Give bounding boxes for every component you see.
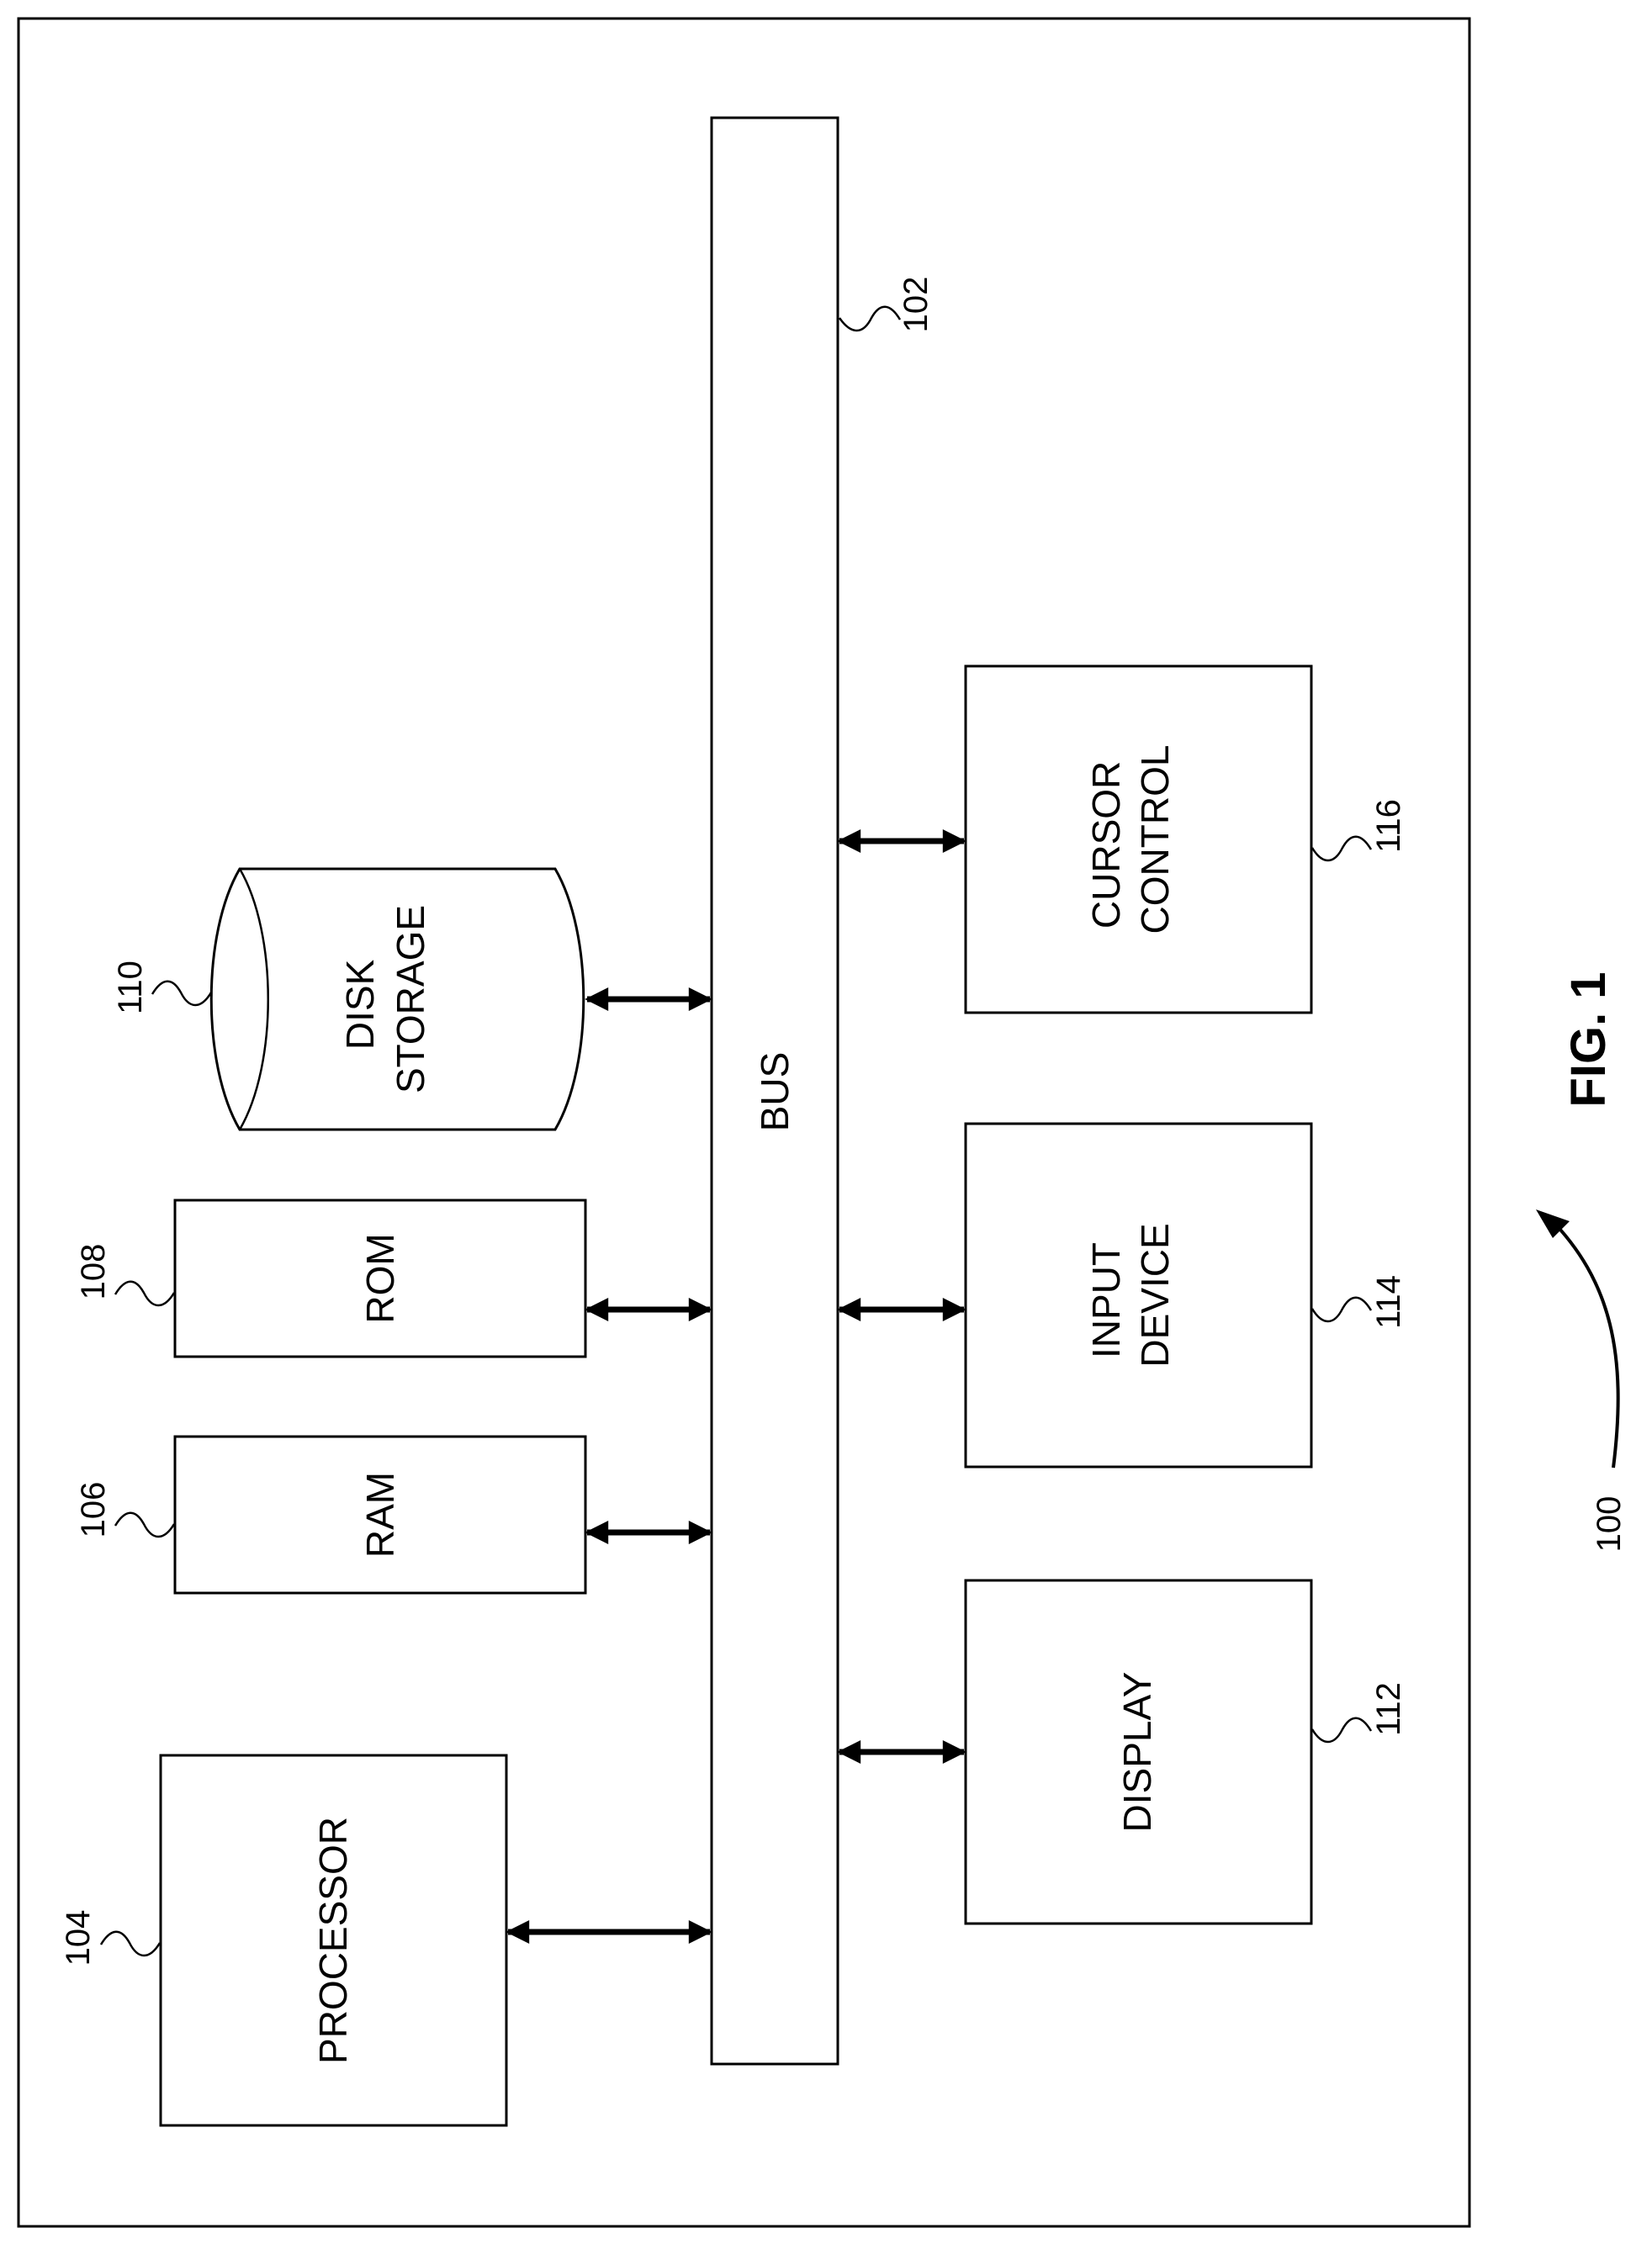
display-ref: 112: [1370, 1682, 1407, 1736]
input-label-line1: INPUT: [1084, 1242, 1128, 1358]
rom-label: ROM: [358, 1233, 402, 1323]
disk-label-line2: STORAGE: [389, 905, 432, 1093]
disk-ref-leader: [152, 982, 211, 1005]
processor-ref: 104: [60, 1910, 97, 1966]
figure-label: FIG. 1: [1561, 971, 1616, 1107]
ram-label: RAM: [358, 1472, 402, 1558]
system-ref: 100: [1591, 1496, 1628, 1553]
disk-ref: 110: [112, 961, 149, 1014]
rom-ref: 108: [75, 1244, 112, 1300]
cursor-ref: 116: [1370, 799, 1407, 853]
display-label: DISPLAY: [1115, 1672, 1159, 1833]
cursor-ref-leader: [1312, 837, 1371, 860]
processor-ref-leader: [101, 1932, 160, 1956]
cursor-label-line1: CURSOR: [1084, 761, 1128, 929]
disk-label-line1: DISK: [338, 959, 382, 1050]
rom-ref-leader: [115, 1282, 174, 1305]
input-ref-leader: [1312, 1298, 1371, 1321]
ram-ref-leader: [115, 1513, 174, 1537]
bus-ref-leader: [839, 307, 900, 331]
processor-label: PROCESSOR: [311, 1817, 355, 2064]
display-ref-leader: [1312, 1718, 1371, 1742]
bus-ref: 102: [897, 277, 935, 333]
bus-label: BUS: [753, 1052, 797, 1132]
system-ref-arrow: [1549, 1218, 1618, 1468]
input-ref: 114: [1370, 1275, 1407, 1329]
cursor-label-line2: CONTROL: [1133, 745, 1177, 934]
input-label-line2: DEVICE: [1133, 1223, 1177, 1367]
ram-ref: 106: [75, 1482, 112, 1538]
